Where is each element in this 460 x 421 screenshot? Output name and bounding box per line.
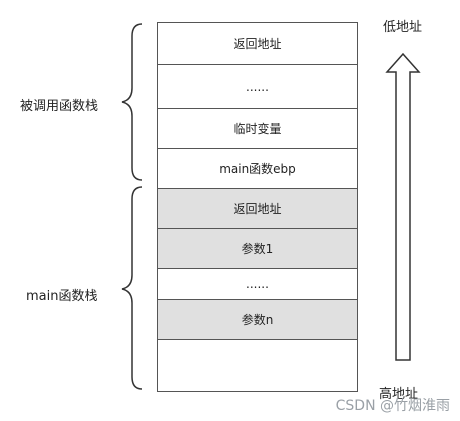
main-stack-label: main函数栈 — [26, 289, 98, 304]
callee-stack-label: 被调用函数栈 — [20, 99, 99, 114]
stack-cell-return-address-1: 返回地址 — [158, 23, 357, 64]
stack-cell-bottom — [158, 340, 357, 391]
stack-cell-label: ...... — [246, 277, 269, 291]
low-address-label: 低地址 — [383, 20, 423, 35]
stack-cell-ellipsis-1: ...... — [158, 65, 357, 108]
stack-cell-label: 参数n — [241, 313, 274, 327]
callee-stack-brace — [121, 23, 143, 181]
main-stack-brace — [121, 186, 143, 390]
stack-divider — [158, 64, 357, 65]
stack-divider — [158, 268, 357, 269]
stack-divider — [158, 188, 357, 189]
stack-cell-main-ebp: main函数ebp — [158, 149, 357, 188]
stack-cell-label: 返回地址 — [233, 202, 282, 216]
stack-divider — [158, 108, 357, 109]
stack-diagram: 返回地址 ...... 临时变量 main函数ebp 返回地址 参数1 ....… — [157, 22, 358, 392]
stack-cell-param-n: 参数n — [158, 300, 357, 339]
stack-divider — [158, 148, 357, 149]
stack-divider — [158, 228, 357, 229]
stack-cell-return-address-2: 返回地址 — [158, 189, 357, 228]
stack-cell-label: 返回地址 — [233, 37, 282, 51]
address-arrow-icon — [385, 52, 421, 361]
stack-divider — [158, 339, 357, 340]
high-address-label: 高地址 — [379, 387, 419, 402]
stack-cell-label: 参数1 — [241, 242, 274, 256]
stack-cell-ellipsis-2: ...... — [158, 269, 357, 299]
stack-cell-param-1: 参数1 — [158, 229, 357, 268]
stack-cell-temp-vars: 临时变量 — [158, 109, 357, 148]
stack-cell-label: 临时变量 — [233, 122, 282, 136]
watermark: CSDN @竹烟淮雨 — [335, 398, 450, 414]
stack-cell-label: main函数ebp — [219, 162, 296, 176]
stack-cell-label: ...... — [246, 79, 269, 94]
stack-divider — [158, 299, 357, 300]
